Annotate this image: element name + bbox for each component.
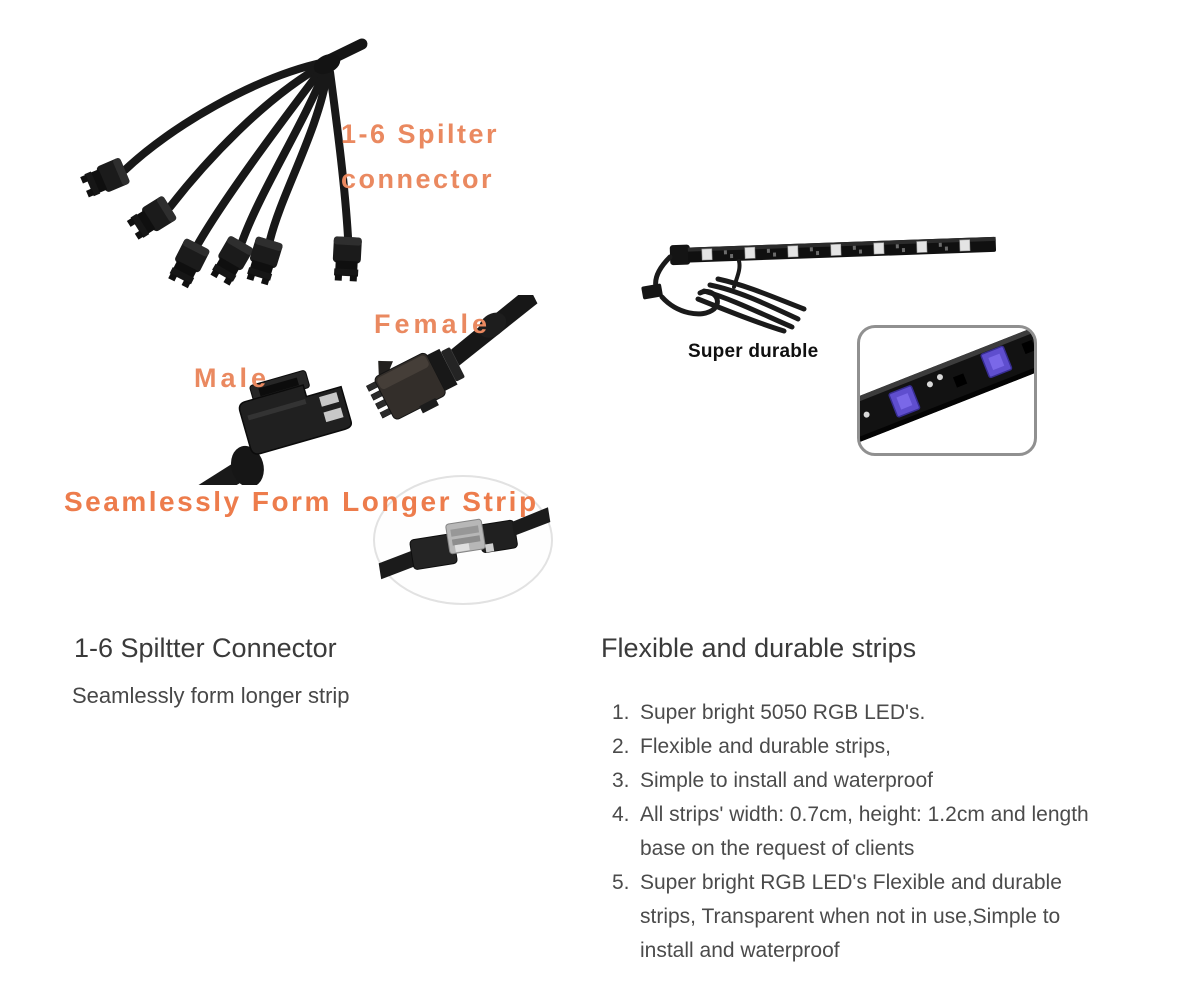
closeup-leds: [888, 345, 1013, 418]
seamless-joint-photo: [373, 475, 553, 605]
left-section-title: 1-6 Spiltter Connector: [74, 633, 337, 663]
feature-text: Flexible and durable strips,: [640, 735, 891, 758]
feature-number: 1.: [612, 701, 630, 724]
splitter-connector: [80, 158, 130, 198]
led-strip: [669, 236, 997, 266]
feature-item: 5. Super bright RGB LED's Flexible and d…: [612, 866, 1112, 968]
strip-closeup-art: [860, 328, 1034, 451]
led-chips: [701, 239, 971, 261]
male-female-connectors-photo: [172, 295, 538, 485]
splitter-connectors: [80, 158, 362, 289]
super-durable-label: Super durable: [688, 341, 819, 362]
feature-item: 1. Super bright 5050 RGB LED's.: [612, 696, 1112, 730]
splitter-cables: [121, 58, 352, 248]
feature-list: 1. Super bright 5050 RGB LED's. 2. Flexi…: [612, 696, 1112, 968]
feature-item: 3. Simple to install and waterproof: [612, 764, 1112, 798]
joined-connectors: [378, 507, 551, 580]
splitter-label-line1: 1-6 Spilter: [341, 119, 500, 149]
closeup-strip: [860, 328, 1034, 451]
seamless-strip-label: Seamlessly Form Longer Strip: [64, 486, 539, 517]
splitter-connector: [126, 196, 177, 240]
led-strip-photo: [641, 236, 997, 334]
closeup-contacts: [863, 339, 1034, 418]
male-connector-photo: [172, 370, 352, 485]
wire-plug: [641, 283, 663, 300]
strip-contacts: [723, 242, 949, 259]
strip-wire: [653, 254, 807, 334]
splitter-label: 1-6 Spilter connector: [341, 112, 499, 202]
male-label: Male: [194, 363, 271, 393]
left-section-subtitle: Seamlessly form longer strip: [72, 683, 350, 708]
feature-text: All strips' width: 0.7cm, height: 1.2cm …: [640, 803, 1089, 860]
splitter-cable-photo: [80, 38, 368, 289]
feature-text: Super bright 5050 RGB LED's.: [640, 701, 926, 724]
feature-number: 5.: [612, 871, 630, 894]
splitter-label-line2: connector: [341, 164, 495, 194]
feature-item: 4. All strips' width: 0.7cm, height: 1.2…: [612, 798, 1112, 866]
feature-text: Simple to install and waterproof: [640, 769, 933, 792]
feature-number: 2.: [612, 735, 630, 758]
feature-number: 4.: [612, 803, 630, 826]
feature-item: 2. Flexible and durable strips,: [612, 730, 1112, 764]
feature-text: Super bright RGB LED's Flexible and dura…: [640, 871, 1062, 962]
strip-closeup-photo: [857, 325, 1037, 456]
splitter-connector: [168, 238, 210, 289]
splitter-connector: [332, 236, 362, 282]
splitter-connector: [210, 236, 254, 286]
feature-number: 3.: [612, 769, 630, 792]
splitter-connector: [246, 236, 283, 286]
female-connector-photo: [365, 295, 538, 420]
splitter-hub: [313, 38, 368, 75]
right-section-title: Flexible and durable strips: [601, 633, 917, 663]
female-label: Female: [374, 309, 492, 339]
